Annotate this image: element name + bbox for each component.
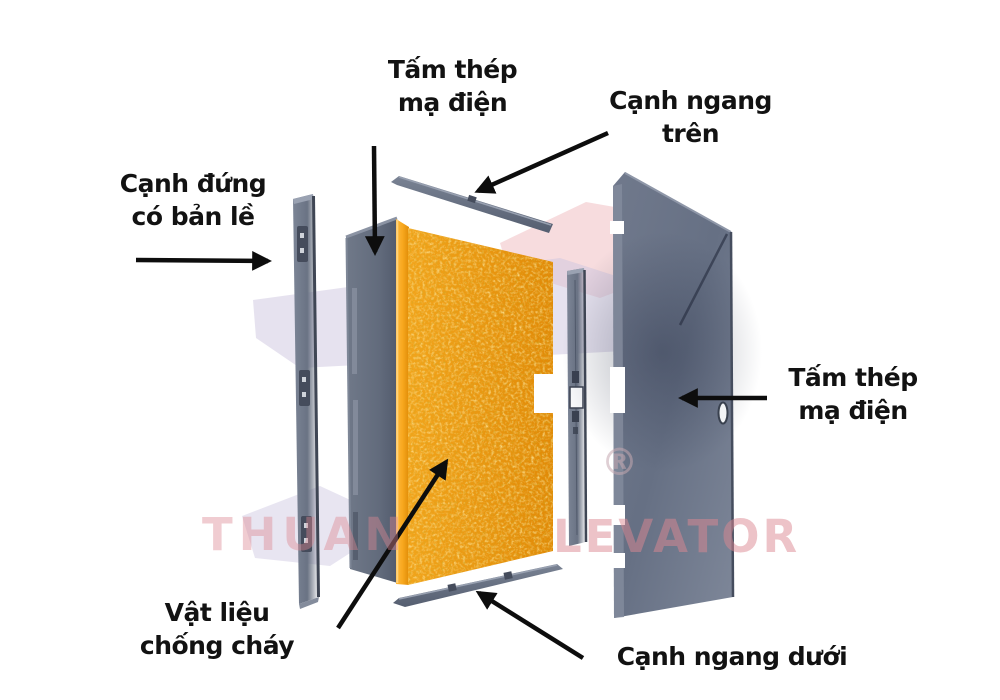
arrow-to-rear-steel-sheet (364, 145, 385, 256)
arrow-to-hinge-edge (135, 250, 272, 271)
label-line: Cạnh đứng (119, 169, 267, 198)
label-line: có bản lề (131, 202, 256, 231)
hinge-mark-middle (299, 370, 310, 406)
label-line: trên (661, 119, 720, 148)
label-vertical-edge-with-hinges: Cạnh đứng có bản lề (98, 167, 288, 233)
bottom-horizontal-edge-part (393, 564, 563, 607)
vertical-hinge-edge-part (293, 194, 320, 609)
label-line: Tấm thép (788, 363, 918, 392)
label-line: Tấm thép (387, 55, 518, 84)
label-line: mạ điện (397, 88, 508, 117)
core-textured-face (408, 228, 553, 585)
label-line: mạ điện (798, 396, 908, 425)
annotation-arrows (135, 130, 767, 660)
label-line: chống cháy (139, 631, 295, 660)
arrow-to-fireproof-core (336, 458, 449, 630)
label-galvanized-steel-sheet-right: Tấm thép mạ điện (758, 361, 948, 427)
arrow-to-top-edge (474, 130, 609, 194)
label-line: Vật liệu (164, 598, 270, 627)
label-line: Cạnh ngang dưới (616, 642, 848, 671)
arrow-to-bottom-edge (475, 590, 585, 660)
hinge-mark-bottom (301, 516, 312, 552)
label-bottom-horizontal-edge: Cạnh ngang dưới (612, 640, 852, 673)
handle-slot (717, 401, 729, 425)
label-galvanized-steel-sheet-top: Tấm thép mạ điện (355, 53, 550, 119)
fireproof-core-part (396, 219, 553, 585)
panel-crease-line (678, 233, 729, 326)
top-horizontal-edge-part (391, 176, 553, 233)
hinge-mark-top (297, 226, 308, 262)
front-steel-sheet-part (562, 172, 762, 618)
rear-steel-sheet-part (345, 216, 401, 584)
label-line: Cạnh ngang (609, 86, 772, 115)
label-top-horizontal-edge: Cạnh ngang trên (593, 84, 788, 150)
label-fireproof-material: Vật liệu chống cháy (122, 596, 312, 662)
